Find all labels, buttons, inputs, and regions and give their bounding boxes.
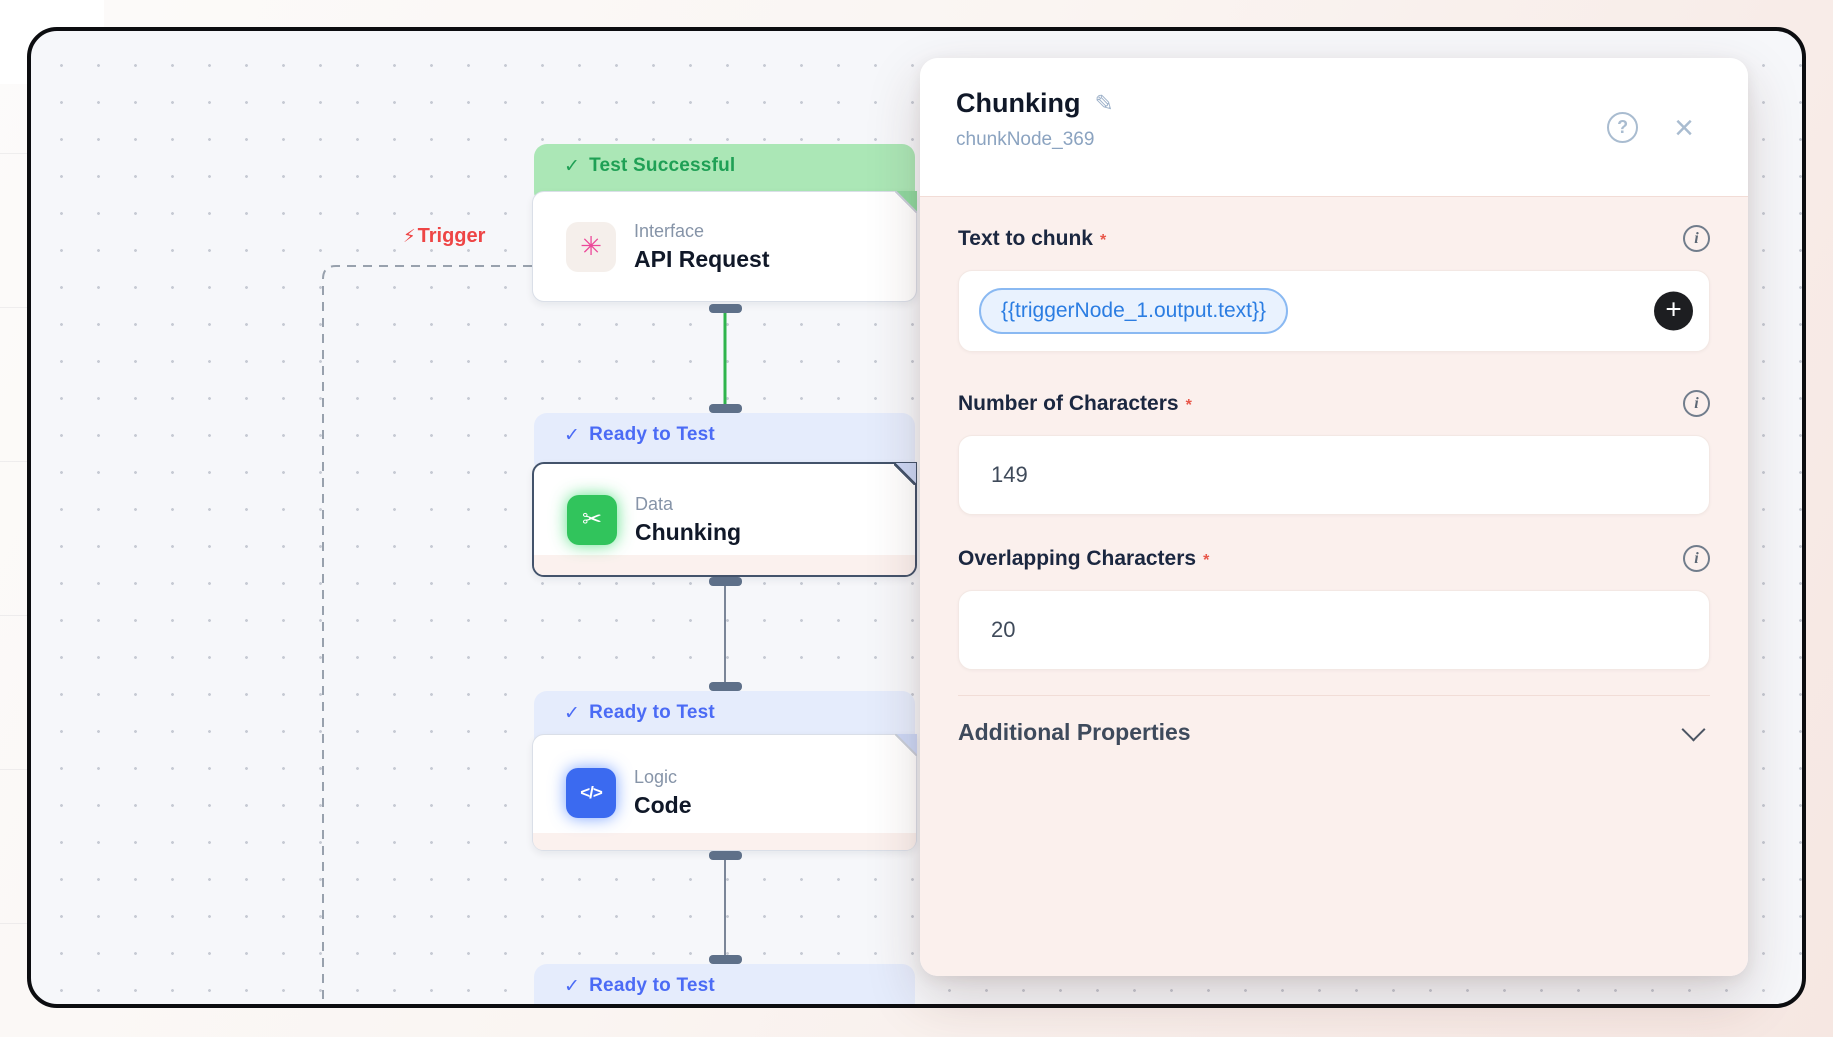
node-title: Code xyxy=(634,791,692,818)
card-fold xyxy=(895,191,917,213)
panel-title: Chunking xyxy=(956,88,1081,118)
section-divider xyxy=(958,695,1710,696)
additional-properties-toggle[interactable]: Additional Properties xyxy=(958,717,1710,746)
field-label-text-to-chunk: Text to chunk xyxy=(958,226,1093,250)
card-fold xyxy=(894,463,916,485)
status-text: Test Successful xyxy=(589,155,736,176)
handle-api-bottom[interactable] xyxy=(709,304,742,313)
overlapping-characters-field-wrap xyxy=(958,590,1710,670)
node-title: API Request xyxy=(634,245,770,272)
handle-chunking-bottom[interactable] xyxy=(709,577,742,586)
node-api-request[interactable]: ✳ Interface API Request xyxy=(532,191,917,302)
required-marker: * xyxy=(1099,231,1107,249)
node-code[interactable]: </> Logic Code xyxy=(532,734,917,851)
required-marker: * xyxy=(1203,551,1210,569)
node-category: Interface xyxy=(634,220,705,241)
close-icon: × xyxy=(1674,108,1694,147)
card-footer-strip xyxy=(533,833,916,850)
check-icon: ✓ xyxy=(564,976,581,997)
code-icon: </> xyxy=(566,767,616,818)
edit-title-icon[interactable]: ✎ xyxy=(1094,90,1114,116)
node-category: Data xyxy=(635,493,674,514)
info-icon[interactable]: i xyxy=(1683,225,1710,252)
number-of-characters-input[interactable] xyxy=(959,462,1709,488)
status-banner-chunking: ✓ Ready to Test xyxy=(534,413,915,471)
card-fold xyxy=(895,734,917,756)
node-id: chunkNode_369 xyxy=(956,129,1095,150)
chevron-down-icon xyxy=(1681,717,1706,742)
handle-next-top[interactable] xyxy=(709,955,742,964)
help-button[interactable]: ? xyxy=(1607,112,1639,143)
node-category: Logic xyxy=(634,766,678,787)
info-icon[interactable]: i xyxy=(1683,390,1710,417)
trigger-dashed-edge xyxy=(322,265,532,1004)
chunking-icon: ✂ xyxy=(567,494,617,545)
add-variable-button[interactable]: + xyxy=(1654,291,1693,331)
check-icon: ✓ xyxy=(564,703,581,724)
node-settings-panel: Chunking ✎ chunkNode_369 ? × Text to chu… xyxy=(920,58,1748,976)
plus-icon: + xyxy=(1665,293,1682,325)
status-text: Ready to Test xyxy=(589,975,715,996)
connector-edges xyxy=(322,265,727,1004)
handle-chunking-top[interactable] xyxy=(709,404,742,413)
lightning-icon: ⚡ xyxy=(403,226,416,246)
status-banner-next: ✓ Ready to Test xyxy=(534,964,915,1004)
check-icon: ✓ xyxy=(564,156,581,177)
text-to-chunk-field[interactable]: {{triggerNode_1.output.text}} + xyxy=(958,270,1710,352)
number-of-characters-field-wrap xyxy=(958,435,1710,515)
variable-token-pill[interactable]: {{triggerNode_1.output.text}} xyxy=(979,288,1289,334)
required-marker: * xyxy=(1185,396,1192,414)
field-label-number-of-characters: Number of Characters xyxy=(958,391,1179,415)
card-footer-strip xyxy=(534,555,915,575)
panel-body: Text to chunk * i {{triggerNode_1.output.… xyxy=(920,197,1748,976)
node-chunking[interactable]: ✂ Data Chunking xyxy=(532,462,917,577)
trigger-label: ⚡Trigger xyxy=(403,225,486,247)
help-icon: ? xyxy=(1617,117,1629,137)
handle-code-top[interactable] xyxy=(709,682,742,691)
overlapping-characters-input[interactable] xyxy=(959,617,1709,643)
api-request-icon: ✳ xyxy=(566,221,616,272)
additional-properties-label: Additional Properties xyxy=(958,719,1191,745)
node-title: Chunking xyxy=(635,518,742,545)
close-panel-button[interactable]: × xyxy=(1674,111,1694,145)
field-label-overlapping-characters: Overlapping Characters xyxy=(958,546,1197,570)
status-text: Ready to Test xyxy=(589,424,715,445)
handle-code-bottom[interactable] xyxy=(709,851,742,860)
check-icon: ✓ xyxy=(564,425,581,446)
panel-header: Chunking ✎ chunkNode_369 ? × xyxy=(920,58,1748,197)
status-text: Ready to Test xyxy=(589,702,715,723)
info-icon[interactable]: i xyxy=(1683,545,1710,572)
